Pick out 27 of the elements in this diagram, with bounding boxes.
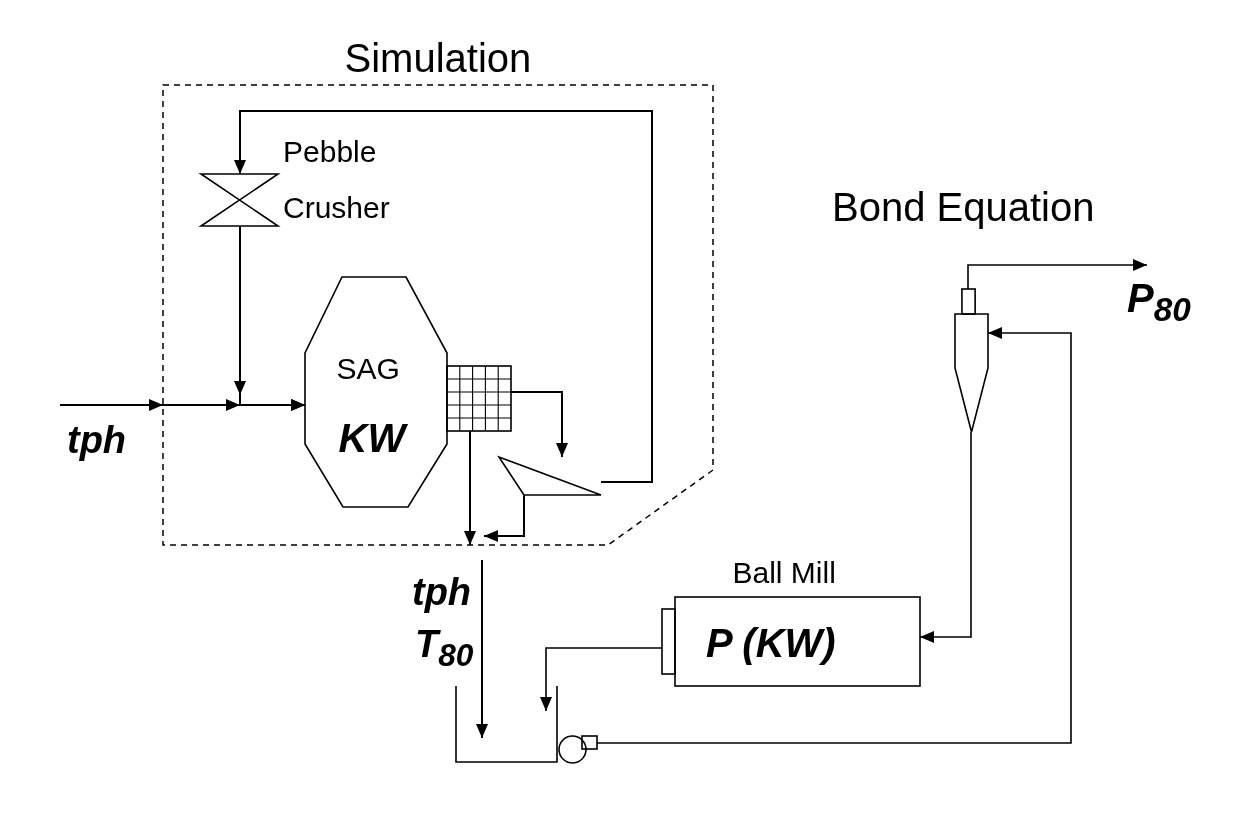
equipment-label: Pebble Crusher (283, 134, 391, 226)
flow-arrow (596, 327, 1072, 744)
cyclone-symbol (955, 289, 988, 432)
flow-arrow (234, 225, 306, 411)
flow-arrow (234, 110, 653, 483)
equipment-label: SAG (336, 354, 400, 384)
stream-label: tph (67, 421, 127, 459)
sump-tank (456, 686, 557, 762)
screen-grid (447, 366, 511, 431)
flow-arrow (483, 494, 525, 542)
flow-arrow (967, 259, 1148, 290)
flow-arrow (540, 647, 663, 712)
pump-symbol (559, 736, 597, 763)
power-label: KW (338, 418, 406, 458)
stream-label: P$_{80}$ (1127, 265, 1191, 327)
stream-label: tph (412, 573, 472, 611)
equipment-label: Ball Mill (732, 558, 836, 588)
flow-arrow (464, 430, 476, 546)
flow-arrow (919, 431, 972, 643)
power-label: P (KW) (706, 623, 836, 663)
screen-symbol (499, 457, 601, 495)
flow-arrow (510, 391, 568, 458)
stream-label: T$_{80}$ (415, 625, 474, 672)
sag-mill (305, 277, 447, 507)
section-heading: Bond Equation (832, 187, 1095, 227)
region-heading: Simulation (344, 38, 532, 78)
crusher-symbol (201, 174, 278, 226)
